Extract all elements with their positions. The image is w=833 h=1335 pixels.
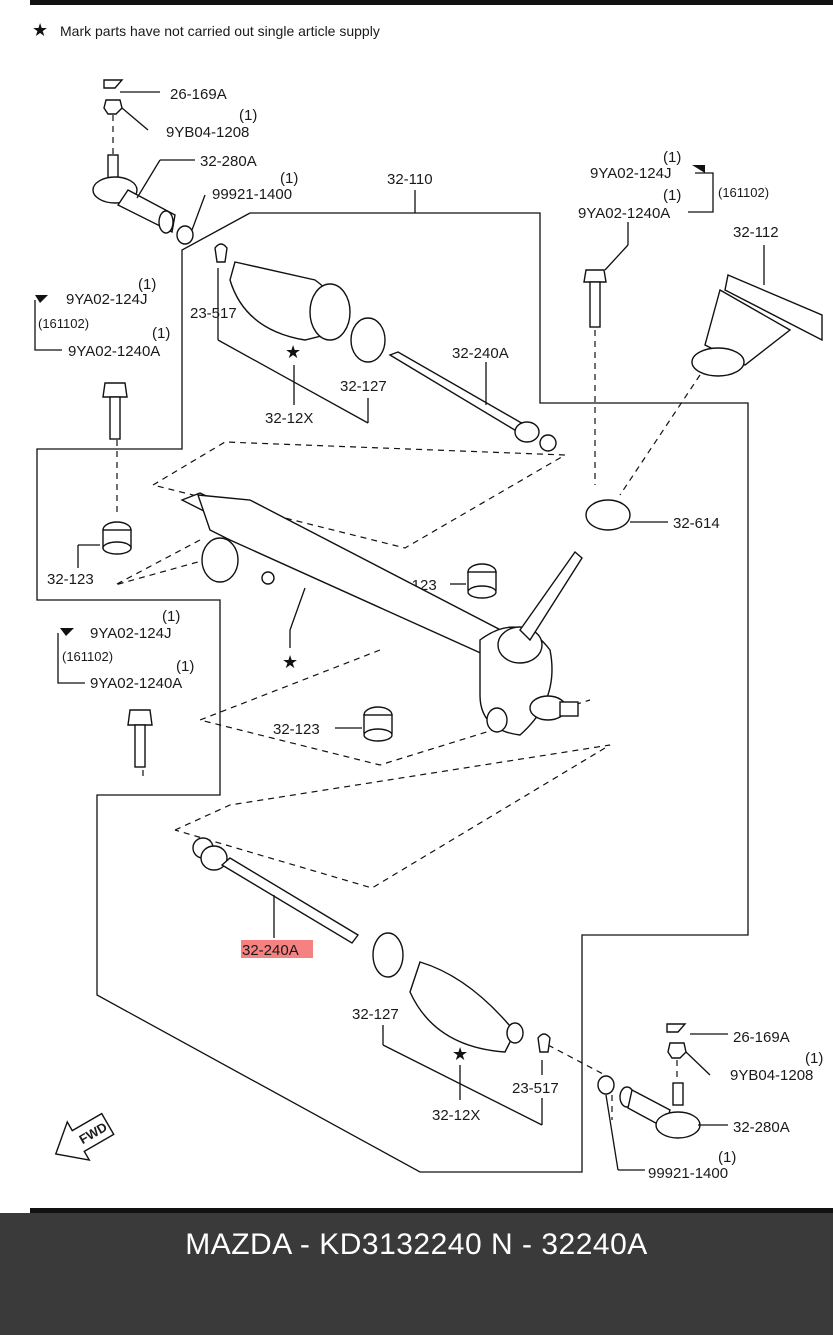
label-32-12X: 32-12X <box>432 1107 480 1124</box>
o-ring <box>585 499 631 531</box>
label-26-169A: 26-169A <box>170 86 227 103</box>
label-32-12X: 32-12X <box>265 410 313 427</box>
label-9YB04-1208: 9YB04-1208 <box>730 1067 813 1084</box>
label-qty: (1) <box>138 276 156 293</box>
star-icon: ★ <box>285 342 301 363</box>
centerline <box>547 1044 606 1076</box>
housing-phantom-2 <box>198 649 591 766</box>
label-9YA02-1240A: 9YA02-1240A <box>90 675 182 692</box>
nut-99921-bottom <box>597 1075 615 1095</box>
bushing-mid <box>467 563 497 599</box>
label-9YA02-1240A: 9YA02-1240A <box>578 205 670 222</box>
label-9YB04-1208: 9YB04-1208 <box>166 124 249 141</box>
rack-housing <box>180 492 583 736</box>
label-32-280A: 32-280A <box>200 153 257 170</box>
top-border <box>30 0 833 5</box>
label-qty: (1) <box>663 149 681 166</box>
label-32-614: 32-614 <box>673 515 720 532</box>
label-161102: (161102) <box>62 649 113 664</box>
label-161102: (161102) <box>718 185 769 200</box>
rack-phantom-top <box>152 441 568 549</box>
label-32-127: 32-127 <box>340 378 387 395</box>
steering-gear-diagram: ★ Mark parts have not carried out single… <box>32 20 823 1182</box>
boot-bottom <box>372 932 551 1053</box>
label-32-123: 32-123 <box>47 571 94 588</box>
label-qty: (1) <box>152 325 170 342</box>
label-qty: (1) <box>176 658 194 675</box>
tie-rod-bottom <box>192 837 360 944</box>
label-32-110: 32-110 <box>387 171 433 188</box>
column-boot <box>691 274 823 377</box>
footer-border <box>30 1208 833 1213</box>
bushing-left <box>102 521 132 555</box>
tie-rod-end-bottom <box>597 1023 701 1139</box>
nut-top <box>103 99 123 115</box>
label-32-240A-highlight: 32-240A <box>242 942 299 959</box>
label-23-517: 23-517 <box>512 1080 559 1097</box>
label-32-123: 32-123 <box>273 721 320 738</box>
bolt-left-mid <box>127 709 153 768</box>
label-32-127: 32-127 <box>352 1006 399 1023</box>
label-qty: (1) <box>663 187 681 204</box>
nut-99921-top <box>176 225 194 245</box>
label-32-112: 32-112 <box>733 224 779 241</box>
fwd-arrow-icon: FWD <box>54 1112 115 1162</box>
bolt-right <box>583 269 607 328</box>
rack-phantom-bottom <box>174 744 611 889</box>
label-qty: (1) <box>162 608 180 625</box>
label-161102: (161102) <box>38 316 89 331</box>
tie-rod-end-top <box>92 79 194 245</box>
star-icon: ★ <box>32 20 48 41</box>
label-26-169A: 26-169A <box>733 1029 790 1046</box>
label-9YA02-124J: 9YA02-124J <box>66 291 147 308</box>
part-number-footer: MAZDA - KD3132240 N - 32240A <box>0 1213 833 1335</box>
label-32-240A: 32-240A <box>452 345 509 362</box>
star-icon: ★ <box>282 652 298 673</box>
arrow-icon <box>60 628 74 636</box>
label-qty: (1) <box>239 107 257 124</box>
bolt-left-top <box>102 382 128 440</box>
bushing-bottom <box>363 706 393 742</box>
label-99921-1400: 99921-1400 <box>212 186 292 203</box>
arrow-icon <box>35 295 48 303</box>
label-qty: (1) <box>805 1050 823 1067</box>
cotter-pin-top <box>103 79 124 89</box>
highlight-box <box>241 940 313 958</box>
label-32-280A: 32-280A <box>733 1119 790 1136</box>
tie-rod-top <box>388 351 557 452</box>
label-99921-1400: 99921-1400 <box>648 1165 728 1182</box>
label-qty: (1) <box>280 170 298 187</box>
boot-top <box>214 243 386 363</box>
label-9YA02-124J: 9YA02-124J <box>90 625 171 642</box>
star-icon: ★ <box>452 1044 468 1065</box>
housing-phantom <box>114 539 206 586</box>
assembly-outline <box>36 212 749 1173</box>
centerline <box>619 374 701 496</box>
label-23-517: 23-517 <box>190 305 237 322</box>
label-9YA02-1240A: 9YA02-1240A <box>68 343 160 360</box>
label-qty: (1) <box>718 1149 736 1166</box>
arrow-icon <box>692 165 705 173</box>
legend-note: Mark parts have not carried out single a… <box>60 23 380 39</box>
label-9YA02-124J: 9YA02-124J <box>590 165 671 182</box>
